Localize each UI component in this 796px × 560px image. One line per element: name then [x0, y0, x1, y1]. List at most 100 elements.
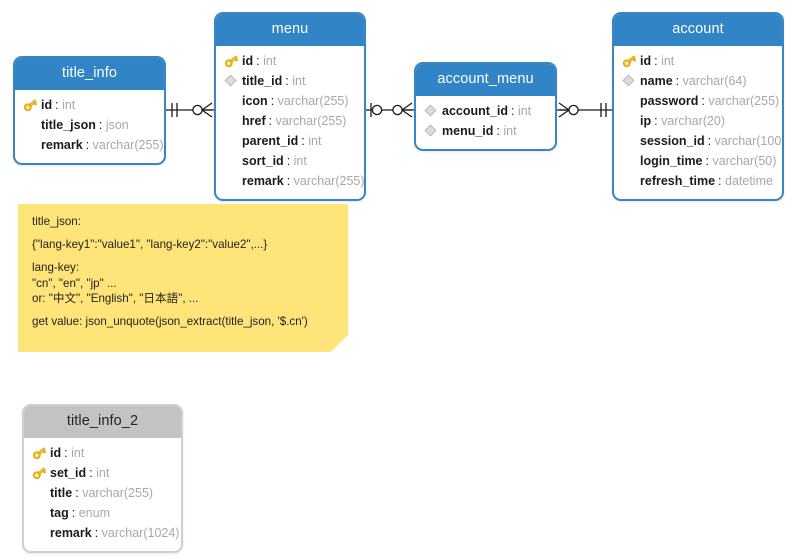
field-name: href [242, 113, 266, 128]
field-type: : int [496, 123, 517, 138]
field-name: menu_id [442, 123, 494, 138]
field-name: session_id [640, 133, 705, 148]
field-row[interactable]: remark: varchar(255) [23, 135, 164, 155]
field-name: title [50, 485, 73, 500]
field-icon-none [622, 173, 640, 189]
field-row[interactable]: password: varchar(255) [622, 91, 779, 111]
field-row[interactable]: account_id: int [424, 101, 547, 121]
field-type: : enum [71, 505, 110, 520]
field-row[interactable]: ip: varchar(20) [622, 111, 774, 131]
field-row[interactable]: menu_id: int [424, 121, 547, 141]
field-row[interactable]: tag: enum [32, 503, 173, 523]
field-icon-none [32, 505, 50, 521]
field-row[interactable]: name: varchar(64) [622, 71, 774, 91]
field-icon-none [224, 153, 242, 169]
entity-table-title-menu: menu [216, 14, 364, 46]
field-row[interactable]: id: int [622, 51, 774, 71]
field-icon-none [224, 133, 242, 149]
primary-key-icon [622, 53, 640, 69]
field-row[interactable]: login_time: varchar(50) [622, 151, 777, 171]
field-type: : varchar(64) [675, 73, 747, 88]
field-type: : int [64, 445, 85, 460]
entity-table-title-account_menu: account_menu [416, 64, 555, 96]
field-type: : varchar(20) [654, 113, 725, 128]
note-line: lang-key: [32, 261, 80, 275]
relationship-title_info-menu[interactable] [166, 102, 214, 118]
field-row[interactable]: set_id: int [32, 463, 173, 483]
field-icon-none [622, 153, 640, 169]
primary-key-icon [32, 466, 47, 479]
field-row[interactable]: refresh_time: datetime [622, 171, 774, 191]
field-icon-none [622, 133, 640, 149]
field-name: sort_id [242, 153, 284, 168]
field-type: : varchar(255) [270, 93, 349, 108]
field-type: : varchar(50) [705, 153, 777, 168]
field-name: tag [50, 505, 69, 520]
field-row[interactable]: id: int [23, 95, 156, 115]
field-name: id [640, 53, 652, 68]
field-row[interactable]: parent_id: int [224, 131, 356, 151]
field-row[interactable]: icon: varchar(255) [224, 91, 356, 111]
foreign-key-icon [424, 103, 442, 119]
foreign-key-icon [622, 73, 640, 89]
note-line: title_json: [32, 215, 81, 228]
foreign-key-icon [622, 74, 635, 87]
field-row[interactable]: title: varchar(255) [32, 483, 173, 503]
field-type: : varchar(100) [707, 133, 784, 148]
relationship-account_menu-account[interactable] [557, 102, 612, 118]
field-row[interactable]: title_json: json [23, 115, 156, 135]
field-type: : varchar(255) [286, 173, 365, 188]
foreign-key-icon [424, 123, 442, 139]
field-type: : json [98, 117, 129, 132]
field-icon-none [622, 93, 640, 109]
field-row[interactable]: href: varchar(255) [224, 111, 356, 131]
field-type: : int [89, 465, 110, 480]
primary-key-icon [32, 465, 50, 481]
primary-key-icon [23, 98, 38, 111]
field-type: : int [285, 73, 306, 88]
field-type: : varchar(255) [75, 485, 154, 500]
field-row[interactable]: remark: varchar(255) [224, 171, 364, 191]
sticky-note-title-json[interactable]: title_json: {"lang-key1":"value1", "lang-… [18, 204, 348, 352]
field-row[interactable]: sort_id: int [224, 151, 356, 171]
field-name: account_id [442, 103, 508, 118]
field-type: : varchar(1024) [94, 525, 180, 540]
foreign-key-icon [224, 74, 237, 87]
field-icon-none [224, 113, 242, 129]
field-row[interactable]: id: int [32, 443, 173, 463]
field-icon-none [224, 93, 242, 109]
field-row[interactable]: session_id: varchar(100) [622, 131, 782, 151]
field-name: set_id [50, 465, 87, 480]
note-line: {"lang-key1":"value1", "lang-key2":"valu… [32, 238, 268, 252]
field-name: remark [242, 173, 284, 188]
field-type: : datetime [718, 173, 773, 188]
field-type: : int [654, 53, 675, 68]
field-row[interactable]: remark: varchar(1024) [32, 523, 179, 543]
primary-key-icon [32, 445, 50, 461]
note-line: get value: json_unquote(json_extract(tit… [32, 314, 308, 328]
field-type: : varchar(255) [268, 113, 347, 128]
foreign-key-icon [424, 124, 437, 137]
field-icon-none [32, 525, 50, 541]
field-type: : int [301, 133, 322, 148]
field-row[interactable]: id: int [224, 51, 356, 71]
field-type: : varchar(255) [701, 93, 780, 108]
relationship-menu-account_menu[interactable] [366, 102, 414, 118]
field-name: id [41, 97, 53, 112]
field-name: icon [242, 93, 268, 108]
note-line: "cn", "en", "jp" ... [32, 276, 117, 290]
primary-key-icon [32, 446, 47, 459]
field-row[interactable]: title_id: int [224, 71, 356, 91]
field-icon-none [224, 173, 242, 189]
field-name: ip [640, 113, 652, 128]
field-type: : int [55, 97, 76, 112]
